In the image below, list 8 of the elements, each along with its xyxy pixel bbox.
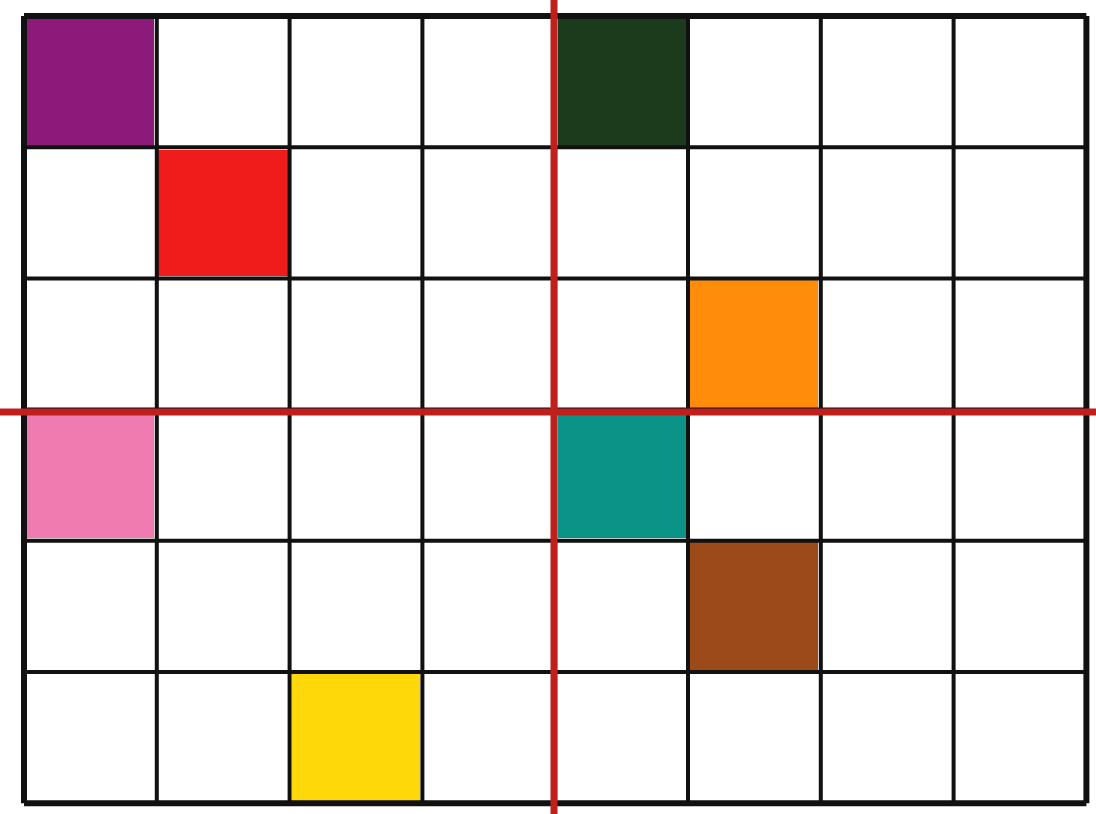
- colored-square: [158, 149, 288, 277]
- colored-square: [26, 411, 155, 539]
- colored-square: [690, 280, 819, 408]
- colored-square: [291, 674, 421, 802]
- colored-square: [690, 542, 819, 670]
- colored-square: [557, 411, 686, 539]
- colored-square: [557, 18, 686, 146]
- colored-square: [26, 18, 155, 146]
